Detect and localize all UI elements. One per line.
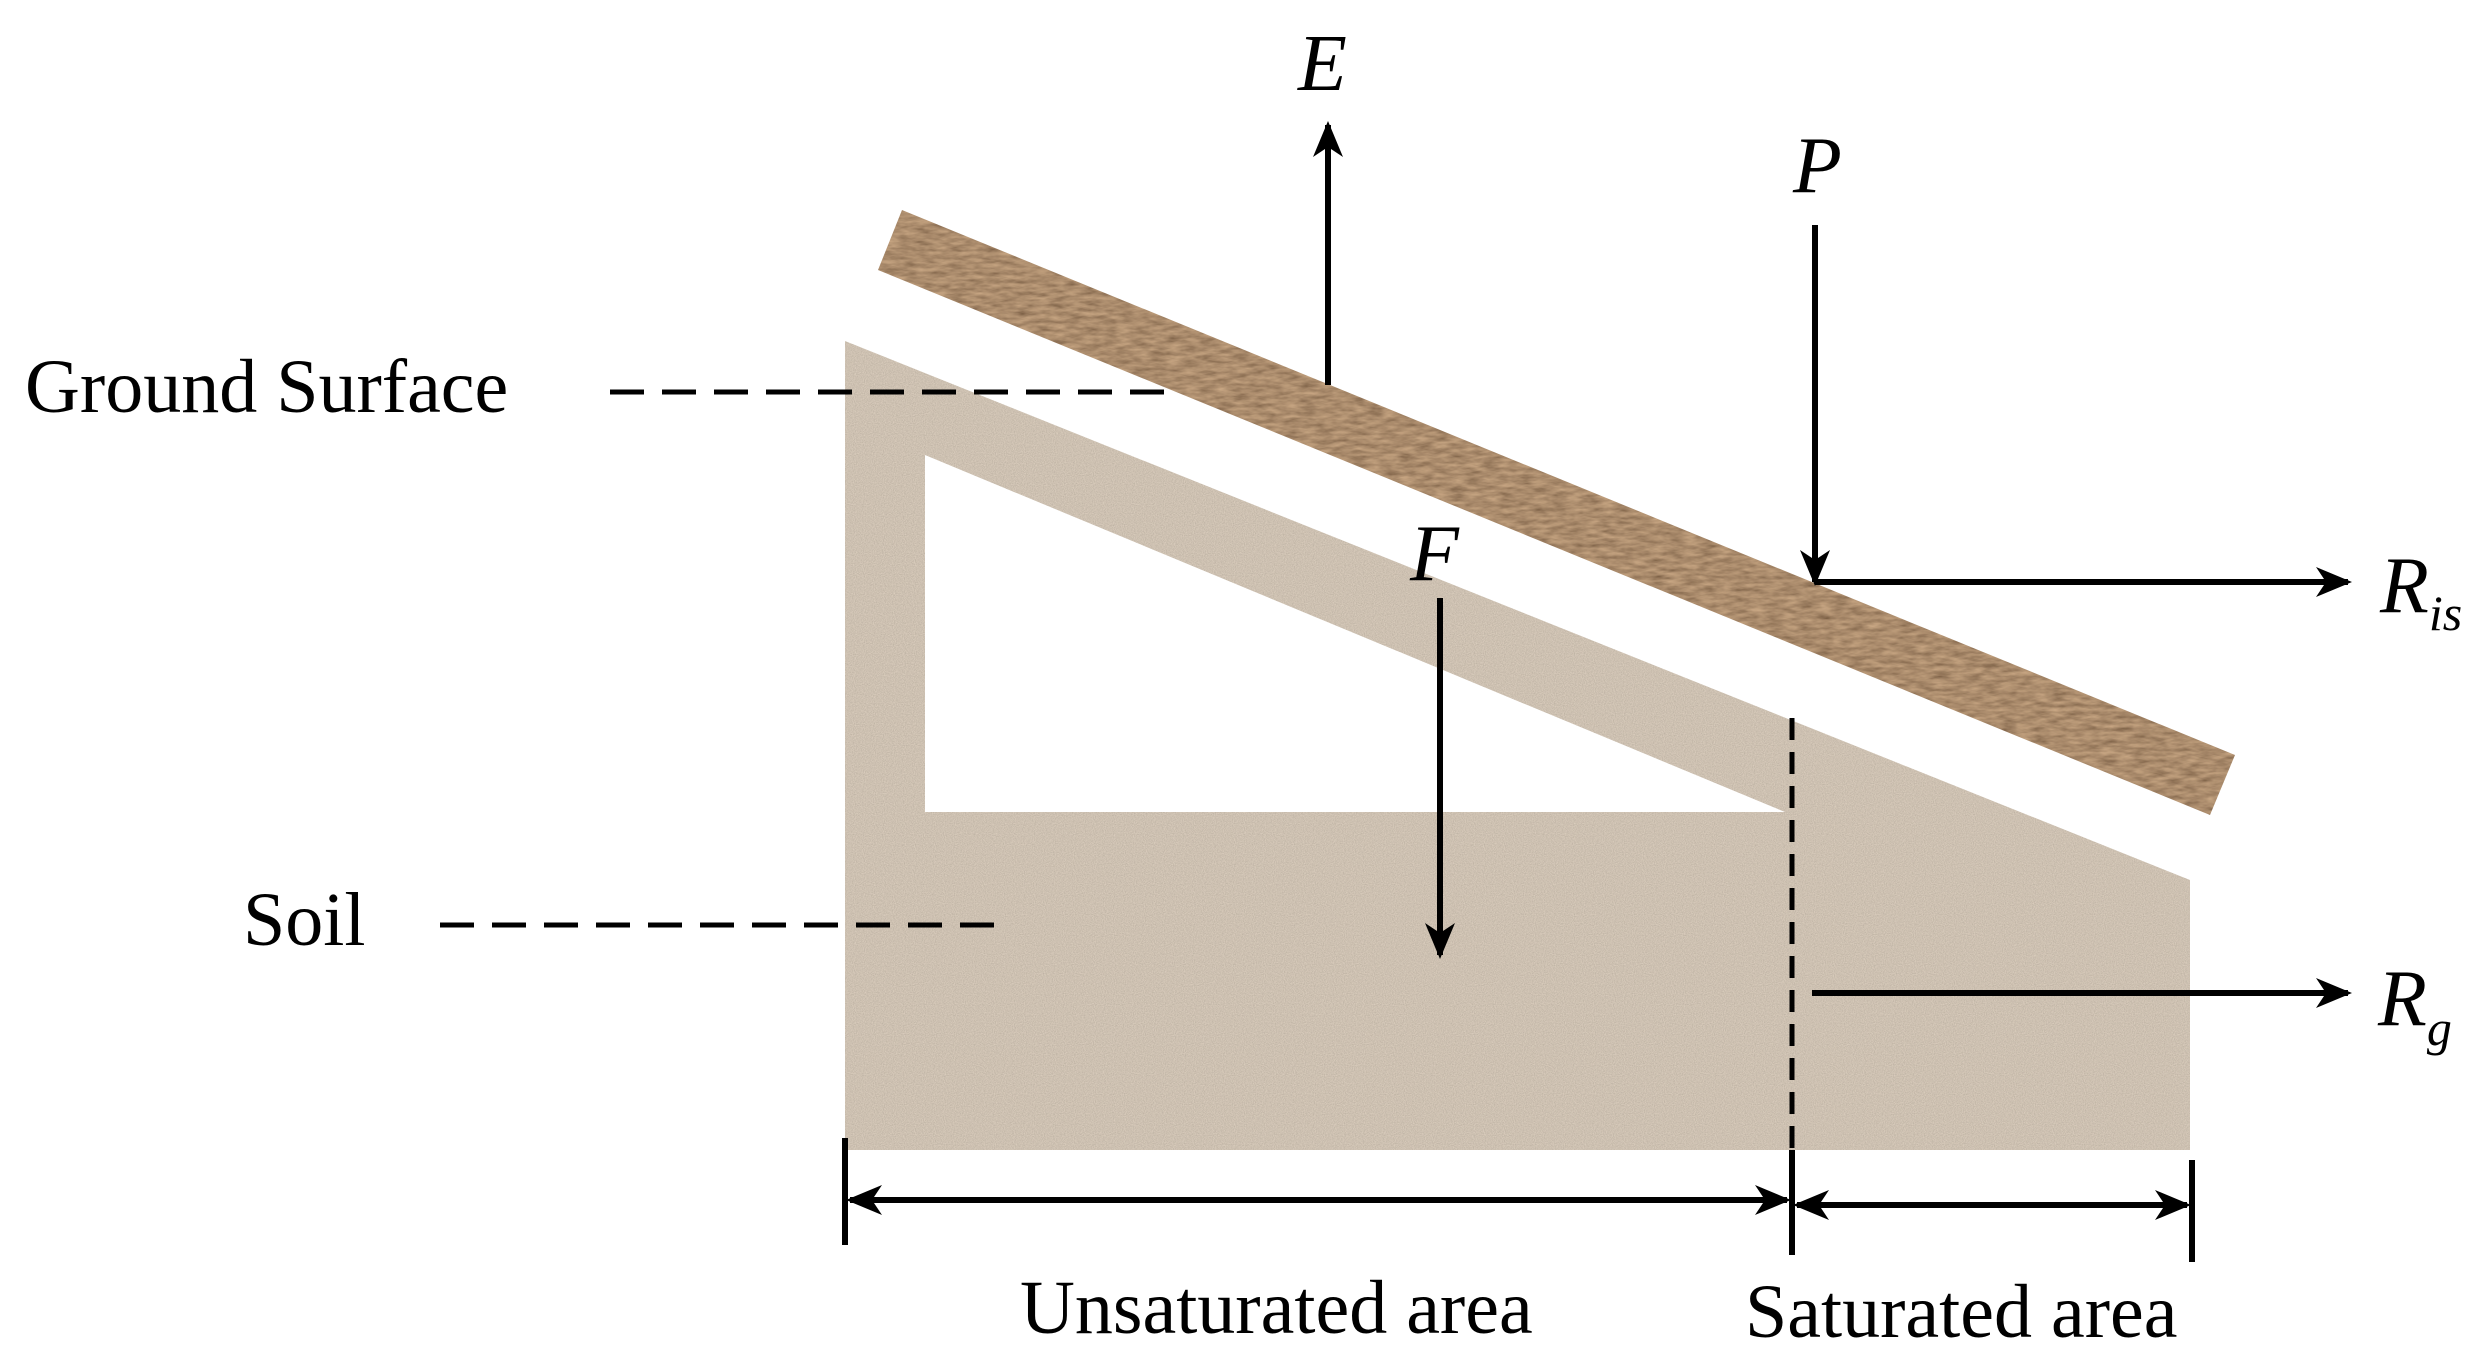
- surface-runoff-label: Ris: [2379, 542, 2462, 641]
- ground-surface-layer: [878, 210, 2235, 815]
- unsaturated-area-label: Unsaturated area: [1020, 1266, 1533, 1350]
- surface-runoff-subscript: is: [2429, 585, 2462, 641]
- evaporation-label: E: [1297, 20, 1347, 108]
- unsaturated-void: [925, 455, 1785, 812]
- saturated-area-label: Saturated area: [1745, 1270, 2178, 1354]
- precipitation-label: P: [1792, 122, 1842, 210]
- soil-label: Soil: [243, 878, 366, 962]
- surface-runoff-symbol: R: [2379, 542, 2429, 630]
- groundwater-runoff-symbol: R: [2377, 955, 2427, 1043]
- ground-surface-label: Ground Surface: [25, 345, 508, 429]
- groundwater-runoff-label: Rg: [2377, 955, 2452, 1056]
- infiltration-label: F: [1409, 510, 1460, 598]
- groundwater-runoff-subscript: g: [2427, 1000, 2452, 1056]
